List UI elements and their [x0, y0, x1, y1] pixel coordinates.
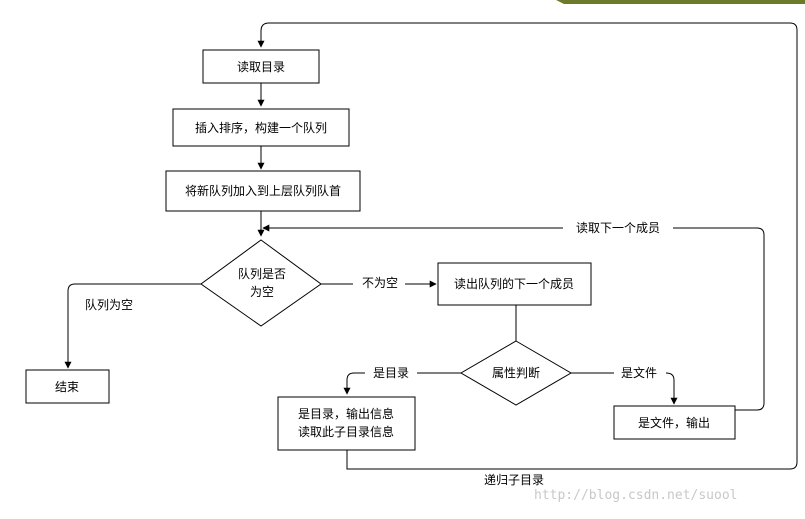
attr-judge-text: 属性判断: [492, 365, 540, 380]
watermark: http://blog.csdn.net/suool: [534, 488, 738, 503]
edge-label-not-empty: 不为空: [362, 276, 398, 290]
end-text: 结束: [55, 380, 79, 394]
edge-label-read-next-member: 读取下一个成员: [576, 221, 660, 235]
is-dir-text-1: 是目录，输出信息: [298, 406, 394, 421]
push-queue-box: [165, 170, 361, 212]
queue-empty-text-2: 为空: [250, 285, 274, 299]
edge-read-next-member: [262, 224, 765, 411]
read-next-text: 读出队列的下一个成员: [454, 276, 574, 291]
edge-label-recurse: 递归子目录: [484, 473, 544, 487]
is-dir-box: [277, 396, 416, 451]
insert-sort-text: 插入排序，构建一个队列: [195, 120, 327, 135]
push-queue-text: 将新队列加入到上层队列队首: [185, 183, 341, 198]
end-box: [25, 369, 110, 404]
read-dir-box: [202, 49, 320, 84]
top-decoration-bar: [556, 0, 805, 4]
edge-label-is-file: 是文件: [621, 365, 657, 380]
edge-is-file: [571, 372, 678, 405]
queue-empty-text-1: 队列是否: [238, 266, 286, 281]
queue-empty-decision: [200, 239, 322, 327]
read-dir-text: 读取目录: [237, 60, 285, 74]
is-dir-text-2: 读取此子目录信息: [298, 424, 394, 439]
attr-judge-decision: [460, 340, 572, 406]
is-file-text: 是文件，输出: [638, 415, 710, 430]
is-file-box: [613, 405, 736, 440]
edge-label-is-dir: 是目录: [373, 366, 409, 380]
edge-is-dir: [343, 372, 461, 395]
read-next-box: [437, 262, 592, 306]
edge-loop-top: [257, 22, 798, 470]
edge-label-queue-empty: 队列为空: [85, 297, 133, 312]
insert-sort-box: [172, 108, 350, 147]
edge-queue-empty: [64, 283, 201, 369]
